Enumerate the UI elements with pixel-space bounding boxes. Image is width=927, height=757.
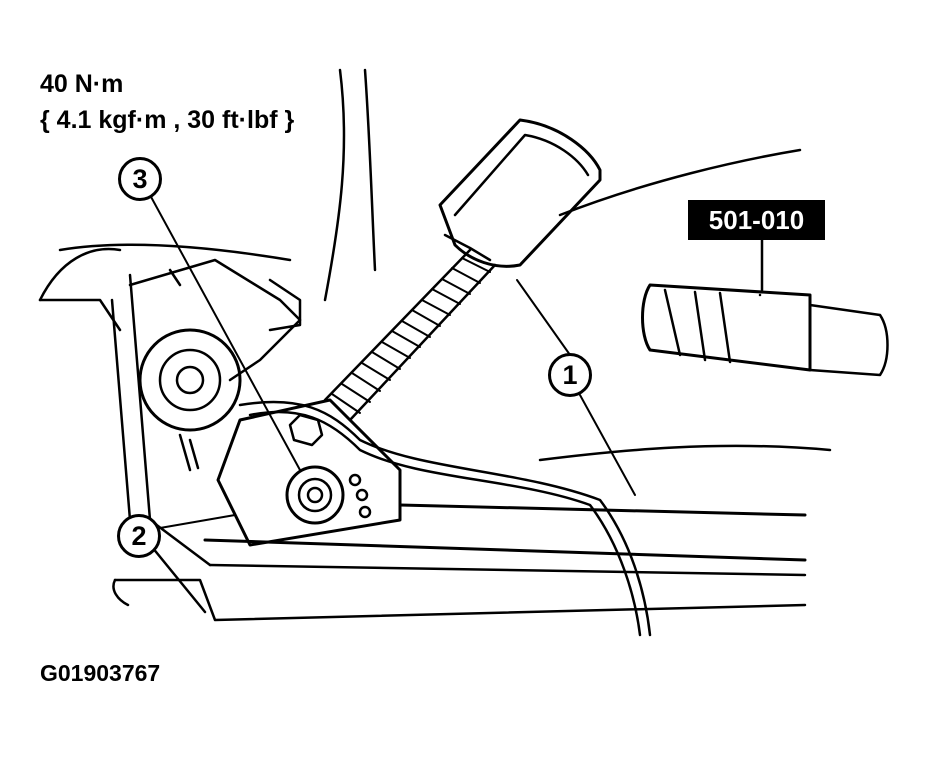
mounting-bracket bbox=[178, 398, 402, 547]
callout-2: 2 bbox=[117, 514, 161, 558]
buckle-body bbox=[438, 118, 602, 268]
callout-3: 3 bbox=[118, 157, 162, 201]
socket-tool bbox=[641, 238, 889, 377]
figure-id-label: G01903767 bbox=[40, 660, 161, 686]
callout-leaders bbox=[149, 194, 636, 529]
seat-pivot bbox=[38, 258, 302, 432]
tool-number-badge: 501-010 bbox=[688, 200, 825, 240]
torque-value-label: 40 N·m bbox=[40, 70, 124, 98]
torque-conversion-label: { 4.1 kgf·m , 30 ft·lbf } bbox=[40, 106, 295, 134]
corrugated-stalk bbox=[323, 248, 497, 422]
callout-1: 1 bbox=[548, 353, 592, 397]
